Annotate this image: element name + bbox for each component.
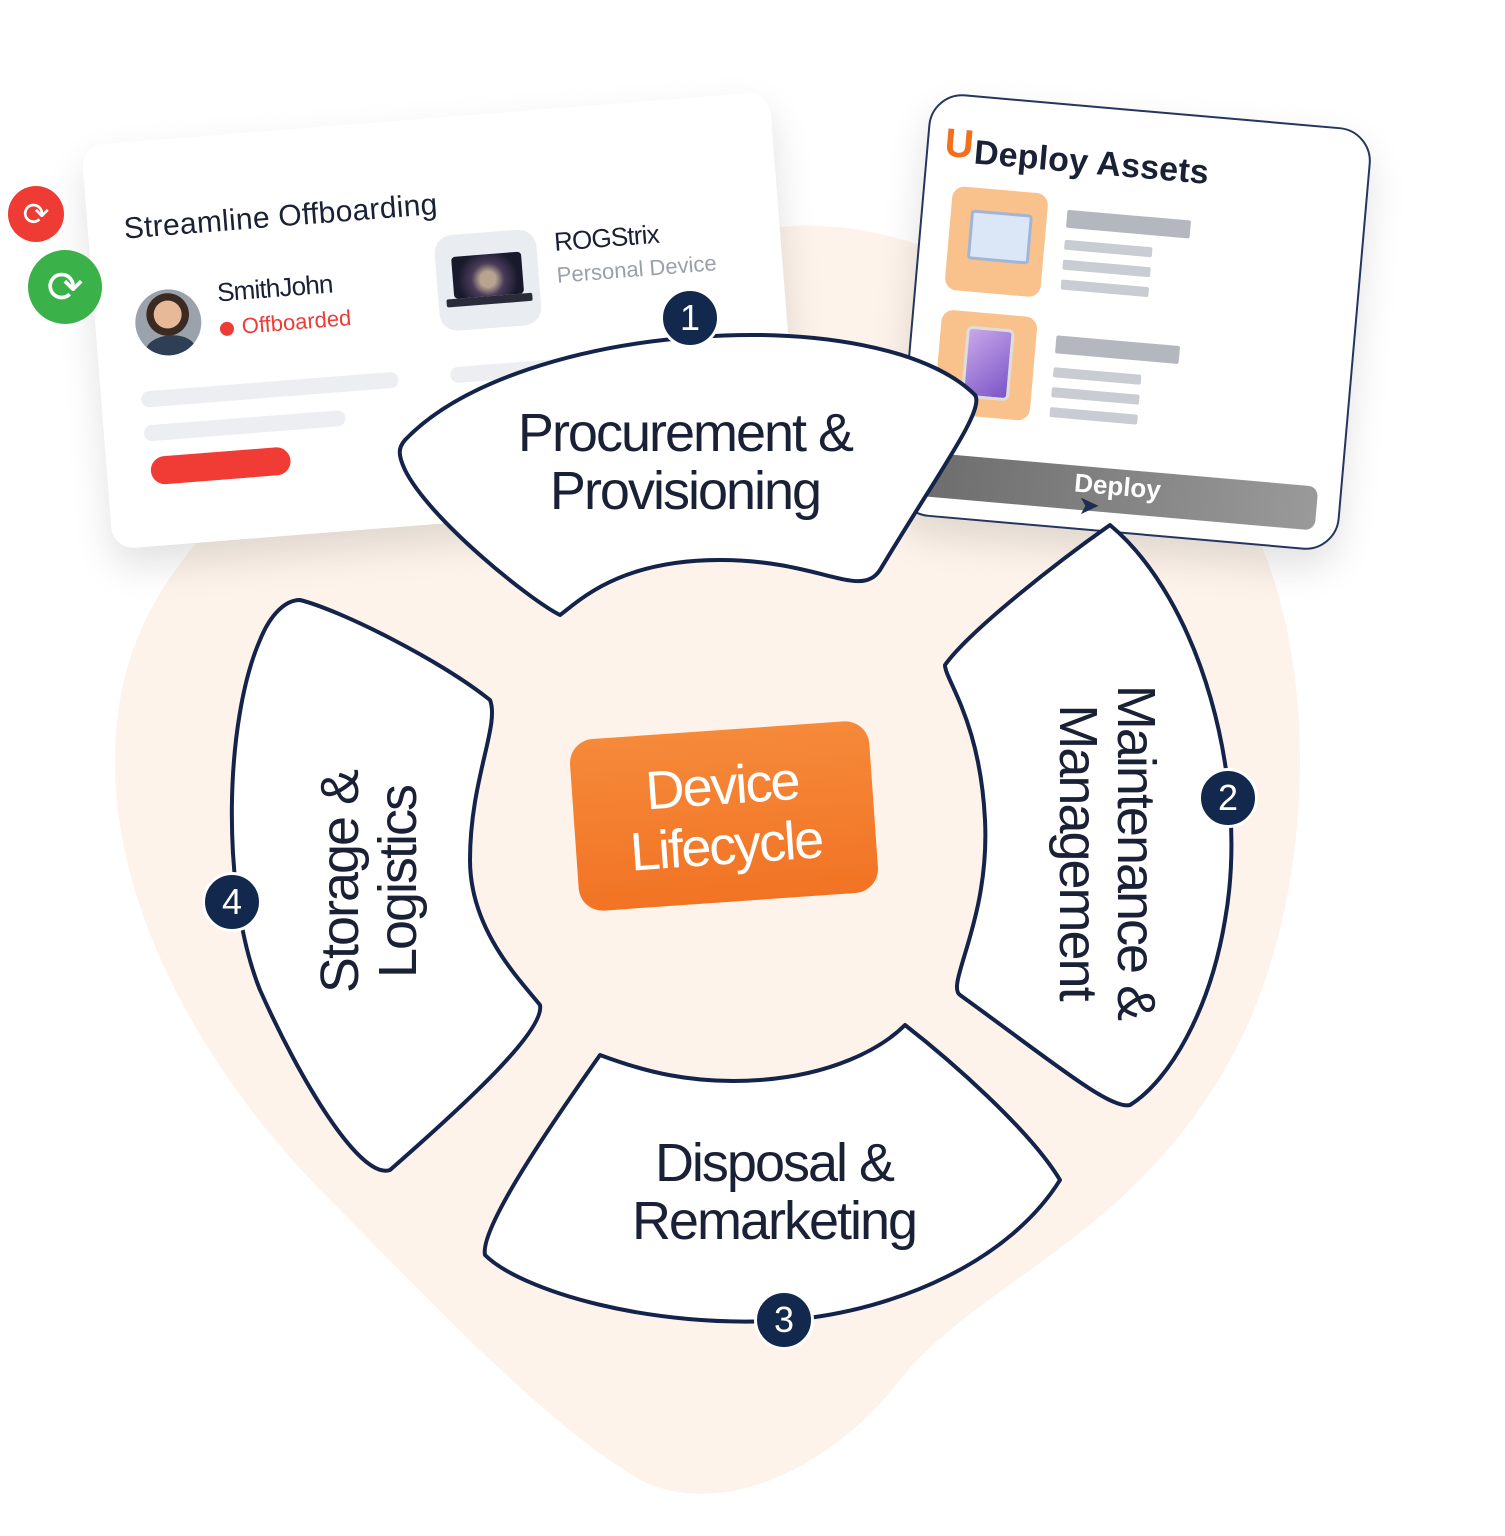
sync-red-icon: ⟳ [8, 186, 64, 242]
stage-label-maintenance: Maintenance & Management [1048, 684, 1166, 1020]
stage-label-storage: Storage & Logistics [310, 770, 428, 994]
segment-storage [229, 598, 543, 1173]
sync-green-icon: ⟳ [28, 250, 102, 324]
stage-badge-3: 3 [754, 1290, 814, 1350]
segment-disposal [482, 1023, 1062, 1324]
cursor-icon: ➤ [1078, 490, 1100, 520]
segment-procurement [397, 333, 979, 617]
stage-label-procurement: Procurement & Provisioning [517, 403, 854, 521]
center-device-lifecycle: Device Lifecycle [568, 719, 880, 913]
stage-badge-4: 4 [202, 872, 262, 932]
stage-badge-1: 1 [660, 288, 720, 348]
stage-label-disposal: Disposal & Remarketing [631, 1133, 918, 1251]
stage-badge-2: 2 [1198, 768, 1258, 828]
